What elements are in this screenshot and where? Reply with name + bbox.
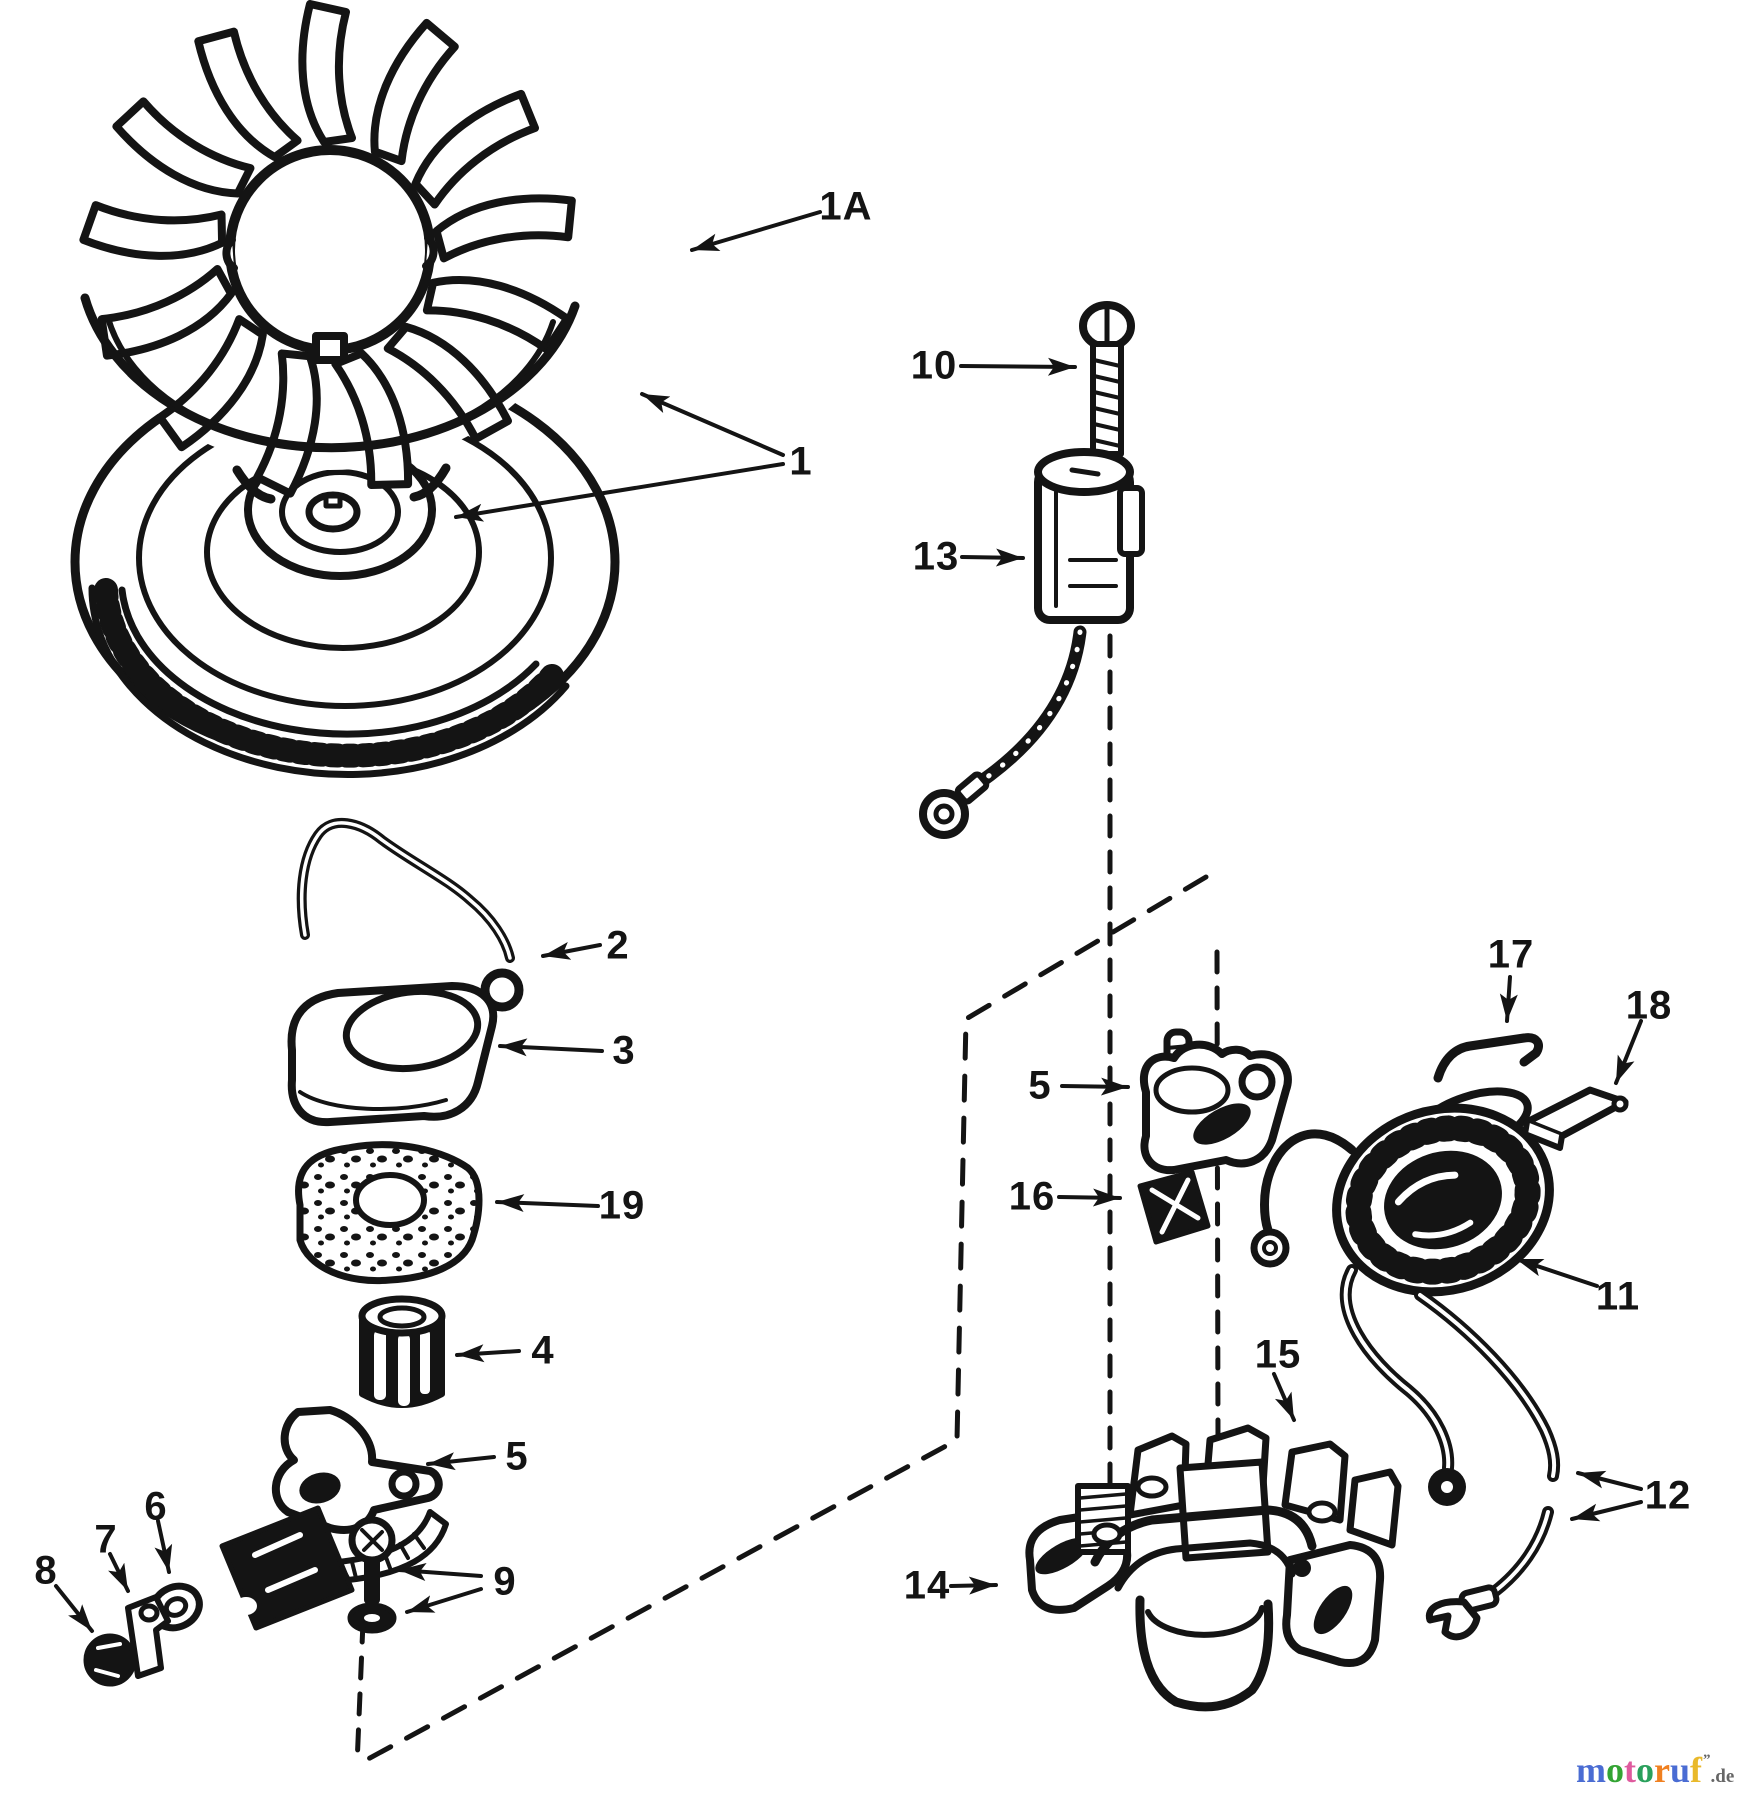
callout-arrows [54, 210, 1643, 1633]
part-label-13: 13 [912, 534, 960, 579]
part-label-9: 9 [493, 1559, 517, 1604]
part-label-15: 15 [1254, 1332, 1302, 1377]
watermark-letter: f [1690, 1750, 1703, 1790]
part-label-11: 11 [1595, 1274, 1641, 1319]
part-label-3: 3 [612, 1028, 636, 1073]
part-label-1A: 1A [819, 184, 873, 229]
fork-terminal [1425, 1598, 1481, 1641]
mounting-screw [1079, 301, 1135, 457]
watermark-letter: o [1606, 1750, 1624, 1790]
watermark-letter: r [1654, 1750, 1670, 1790]
part-label-2: 2 [606, 923, 630, 968]
retainer-plate [287, 982, 498, 1127]
spring-wire [1433, 1033, 1543, 1083]
watermark-tld: .de [1710, 1766, 1735, 1787]
watermark-letter: u [1669, 1750, 1691, 1790]
part-label-1: 1 [789, 439, 813, 484]
wedge [1522, 1086, 1629, 1151]
part-label-6: 6 [144, 1484, 168, 1529]
watermark-tick: ” [1703, 1752, 1711, 1768]
ring-gear-teeth [94, 578, 564, 768]
spring-clip [296, 817, 524, 1012]
coil-leads [1339, 1264, 1561, 1641]
cam-lever [271, 1406, 443, 1534]
watermark-letter: o [1636, 1750, 1654, 1790]
part-label-5-left: 5 [505, 1434, 529, 1479]
cam-plate [1140, 1028, 1292, 1175]
gasket [295, 1141, 483, 1285]
condenser [919, 448, 1145, 839]
magneto-base [1025, 1424, 1402, 1712]
part-label-5-right: 5 [1028, 1063, 1052, 1108]
alignment-dashed-lines [354, 597, 1221, 1768]
part-label-19: 19 [598, 1183, 646, 1228]
part-label-12: 12 [1644, 1473, 1692, 1518]
part-label-8: 8 [34, 1548, 58, 1593]
bearing [358, 1295, 446, 1408]
ignition-coil [1250, 1087, 1554, 1297]
watermark-wordmark: motoruf [1576, 1750, 1702, 1790]
flywheel-fan [78, 4, 582, 495]
coil-ground-lead [1260, 1129, 1357, 1235]
gasket-hole [353, 1172, 427, 1228]
pivot-screw [1091, 1522, 1123, 1546]
part-label-17: 17 [1487, 932, 1535, 977]
watermark-logo: motoruf”.de [1576, 1752, 1734, 1788]
terminal-clip [125, 1594, 171, 1679]
part-label-16: 16 [1008, 1174, 1056, 1219]
plate-hole [342, 987, 482, 1073]
part-label-14: 14 [903, 1563, 951, 1608]
nut [83, 1633, 137, 1687]
part-label-18: 18 [1625, 983, 1673, 1028]
watermark-letter: t [1624, 1750, 1636, 1790]
insulator-pad [1137, 1169, 1211, 1245]
watermark-letter: m [1576, 1750, 1606, 1790]
fan-hub [225, 145, 435, 355]
part-label-10: 10 [910, 343, 958, 388]
part-label-4: 4 [531, 1328, 555, 1373]
part-label-7: 7 [94, 1517, 118, 1562]
